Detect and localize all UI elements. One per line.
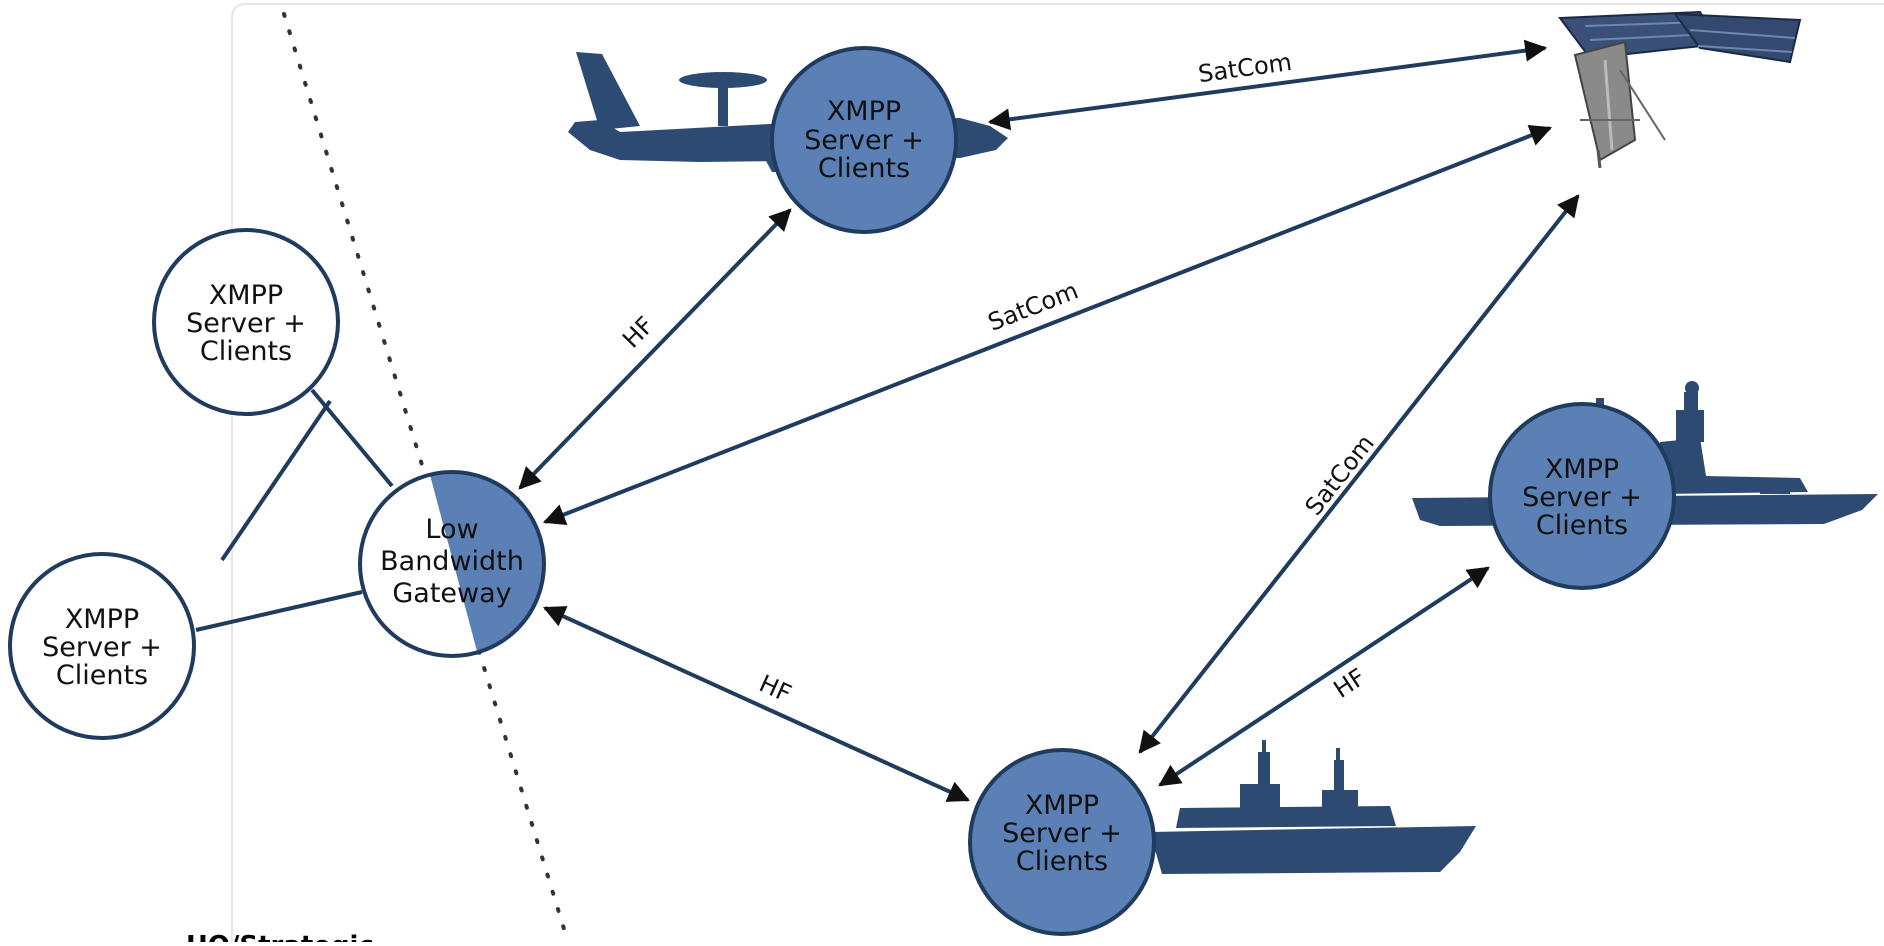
node-hq-bottom-line-2: Server +: [42, 632, 162, 663]
link-lpd-destroyer: [1158, 566, 1490, 787]
node-lpd-line-1: XMPP: [1025, 790, 1099, 821]
satellite-icon: [1558, 10, 1802, 169]
link-label-gateway-hf: HF: [617, 311, 659, 353]
node-hq-top-line-3: Clients: [200, 336, 292, 367]
region-label-hq-strategic: HQ/Strategic: [186, 931, 374, 942]
link-gateway-satellite: [542, 124, 1553, 526]
node-hq-bottom-line-1: XMPP: [65, 604, 139, 635]
node-hq-top: XMPP Server + Clients: [152, 228, 340, 416]
link-gateway-lpd: [542, 606, 971, 802]
link-gateway-awacs: [518, 208, 792, 490]
node-gateway-line-1: Low: [425, 514, 478, 545]
link-awacs-satellite: [987, 39, 1548, 131]
node-awacs: XMPP Server + Clients: [770, 46, 958, 234]
link-label-lpd-satcom: SatCom: [1300, 429, 1380, 520]
node-gateway-line-3: Gateway: [392, 578, 511, 609]
link-hq-bottom-gateway: [195, 590, 363, 632]
node-lpd-line-2: Server +: [1002, 818, 1122, 849]
node-destroyer-line-1: XMPP: [1545, 454, 1619, 485]
link-label-gateway-satcom: SatCom: [984, 276, 1082, 336]
node-awacs-line-2: Server +: [804, 125, 924, 156]
node-gateway: Low Bandwidth Gateway: [358, 470, 546, 658]
node-hq-top-line-2: Server +: [186, 308, 306, 339]
node-awacs-line-1: XMPP: [827, 96, 901, 127]
panel-frame: [231, 3, 1884, 942]
link-hq-top-gateway: [310, 388, 394, 488]
link-label-lpd-hf: HF: [755, 669, 796, 708]
node-gateway-line-2: Bandwidth: [380, 546, 524, 577]
node-awacs-line-3: Clients: [818, 153, 910, 184]
node-lpd: XMPP Server + Clients: [968, 748, 1156, 936]
node-hq-top-line-1: XMPP: [209, 280, 283, 311]
link-group: [195, 39, 1580, 802]
node-hq-bottom-line-3: Clients: [56, 660, 148, 691]
node-hq-bottom: XMPP Server + Clients: [8, 552, 196, 740]
node-destroyer-line-3: Clients: [1536, 510, 1628, 541]
node-destroyer: XMPP Server + Clients: [1488, 402, 1676, 590]
link-hq-top-hq-bottom: [220, 399, 332, 562]
node-lpd-line-3: Clients: [1016, 846, 1108, 877]
node-destroyer-line-2: Server +: [1522, 482, 1642, 513]
